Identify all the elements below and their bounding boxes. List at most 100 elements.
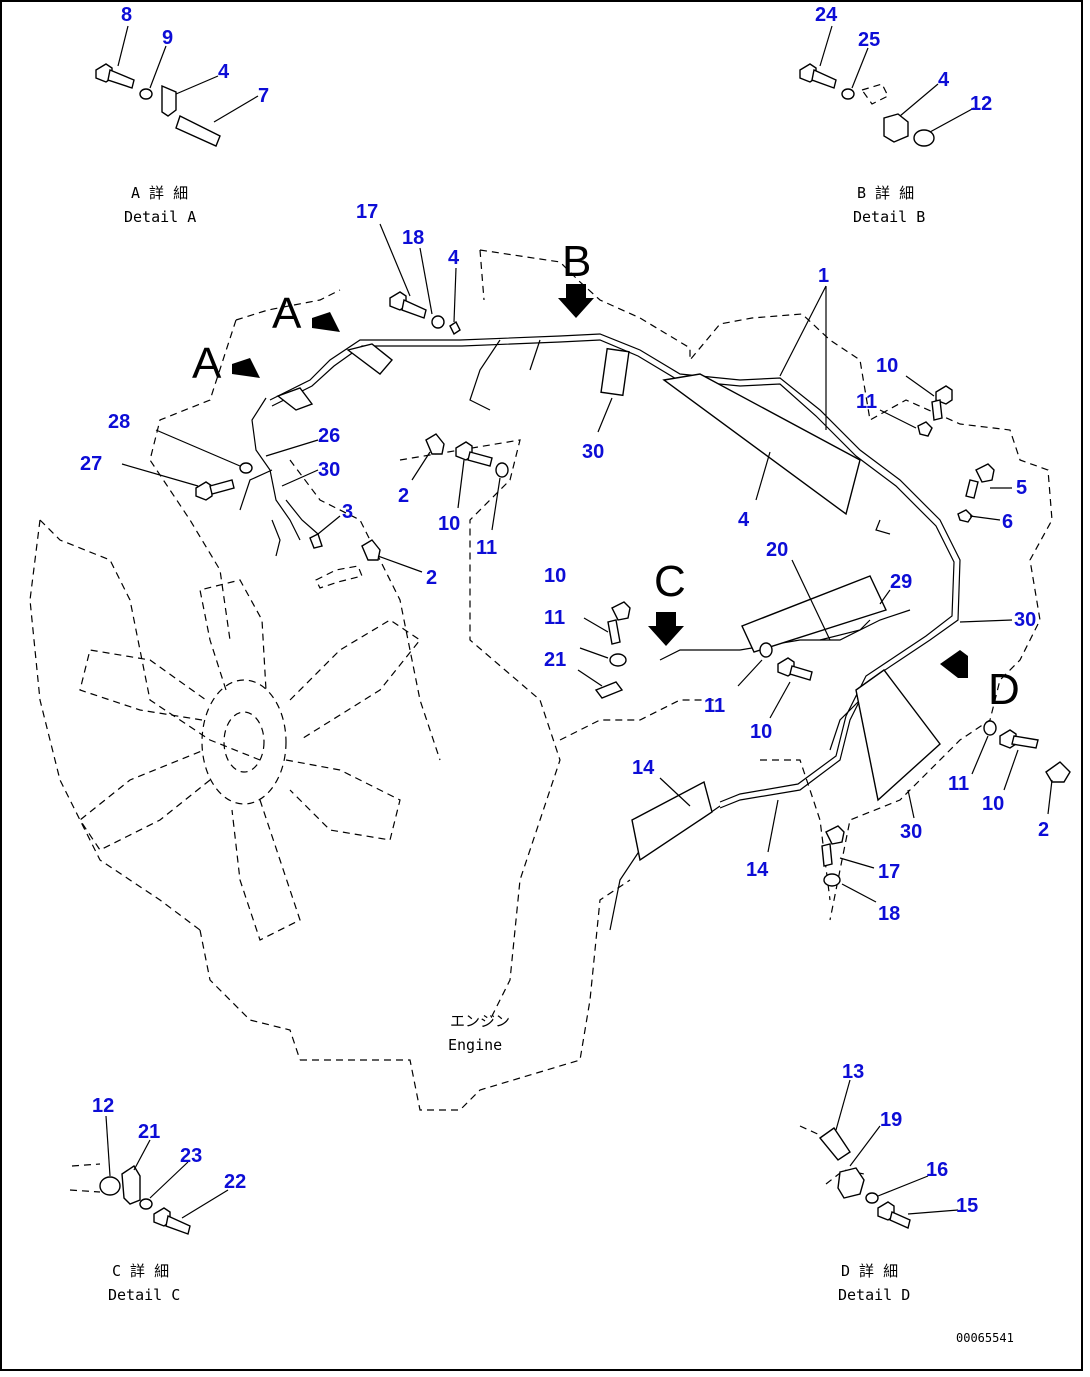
detail-b-caption-jp: B 詳 細 [857, 184, 914, 202]
detail-c-caption-jp: C 詳 細 [112, 1262, 169, 1280]
cover-plate-14 [631, 780, 713, 862]
detail-a-caption-jp: A 詳 細 [131, 184, 188, 202]
callout-25: 25 [858, 29, 880, 51]
engine-label-en: Engine [448, 1036, 502, 1054]
callout-11: 11 [476, 537, 497, 559]
washer-icon [239, 462, 253, 474]
callout-17: 17 [878, 861, 900, 883]
callout-8: 8 [121, 4, 132, 26]
callout-5: 5 [1016, 477, 1027, 499]
bolt-icon [931, 385, 953, 421]
washer-icon [841, 88, 855, 100]
callout-14: 14 [632, 757, 655, 779]
bolt-icon [965, 463, 995, 499]
washer-icon [865, 1192, 879, 1204]
callout-11: 11 [948, 773, 969, 795]
bolt-icon [877, 1201, 911, 1229]
callout-7: 7 [258, 85, 269, 107]
clamp-icon [837, 1167, 865, 1199]
callout-11: 11 [856, 391, 877, 413]
clamp-icon [346, 343, 394, 375]
callout-23: 23 [180, 1145, 202, 1167]
callout-29: 29 [890, 571, 912, 593]
callout-18: 18 [878, 903, 900, 925]
callout-26: 26 [318, 425, 340, 447]
cap-icon [913, 129, 935, 147]
detail-a-group: 8 9 4 7 A 詳 細 Detail A [95, 4, 269, 226]
clip-icon [449, 320, 461, 336]
clamp-icon [276, 387, 314, 411]
detail-d-group: 13 19 16 15 D 詳 細 Detail D [799, 1061, 978, 1304]
callout-22: 22 [224, 1171, 246, 1193]
callout-1: 1 [818, 265, 829, 287]
detail-d-caption-en: Detail D [838, 1286, 910, 1304]
callout-9: 9 [162, 27, 173, 49]
callout-30: 30 [582, 441, 604, 463]
view-letter-c: C [654, 557, 686, 606]
washer-icon [823, 873, 841, 887]
bolt-icon [999, 729, 1039, 749]
washer-icon [139, 1198, 153, 1210]
callout-4: 4 [738, 509, 750, 531]
callout-28: 28 [108, 411, 130, 433]
callout-30: 30 [1014, 609, 1036, 631]
sensor-cap-icon [361, 539, 381, 561]
callout-11: 11 [544, 607, 565, 629]
callout-18: 18 [402, 227, 424, 249]
callout-30: 30 [900, 821, 922, 843]
drawing-code: 00065541 [956, 1331, 1014, 1345]
callout-3: 3 [342, 501, 353, 523]
detail-d-caption-jp: D 詳 細 [841, 1262, 898, 1280]
callout-10: 10 [750, 721, 772, 743]
callout-11: 11 [704, 695, 725, 717]
callout-2: 2 [1038, 819, 1049, 841]
callout-30: 30 [318, 459, 340, 481]
view-letter-a-lower: A [192, 339, 222, 388]
bolt-icon [195, 479, 235, 501]
clamp-icon [121, 1165, 141, 1205]
callout-4: 4 [448, 247, 460, 269]
bolt-icon [389, 291, 427, 319]
washer-icon [759, 642, 773, 658]
bolt-icon [455, 441, 493, 467]
callout-4: 4 [218, 61, 230, 83]
callout-10: 10 [438, 513, 460, 535]
fan-outline [79, 579, 421, 941]
washer-icon [431, 315, 445, 329]
callout-12: 12 [92, 1095, 114, 1117]
clamp-icon [883, 113, 909, 143]
cap-icon [99, 1176, 121, 1196]
callout-12: 12 [970, 93, 992, 115]
callout-27: 27 [80, 453, 102, 475]
bolt-icon [95, 63, 135, 89]
view-letter-a-upper: A [272, 289, 302, 338]
callout-19: 19 [880, 1109, 902, 1131]
callout-10: 10 [982, 793, 1004, 815]
washer-icon [983, 720, 997, 736]
callout-10: 10 [876, 355, 898, 377]
clip-icon [309, 533, 323, 549]
sensor-cap-icon [425, 433, 445, 455]
bolt-icon [777, 657, 813, 681]
bolt-icon [821, 825, 845, 867]
cover-plate-30 [600, 347, 630, 397]
nut-icon [957, 509, 973, 523]
sensor-cap-icon [1045, 761, 1071, 783]
callout-21: 21 [544, 649, 566, 671]
wire-harness [239, 333, 961, 931]
callout-24: 24 [815, 4, 838, 26]
cover-plate-4 [662, 373, 861, 516]
clamp-icon [594, 681, 624, 699]
main-parts [195, 291, 1071, 887]
callout-6: 6 [1002, 511, 1013, 533]
clamp-icon [161, 84, 177, 117]
sleeve-icon [818, 1127, 851, 1161]
bolt-icon [153, 1207, 191, 1235]
sleeve-icon [175, 115, 221, 147]
washer-icon [139, 88, 153, 100]
detail-c-caption-en: Detail C [108, 1286, 180, 1304]
bolt-icon [799, 63, 837, 89]
